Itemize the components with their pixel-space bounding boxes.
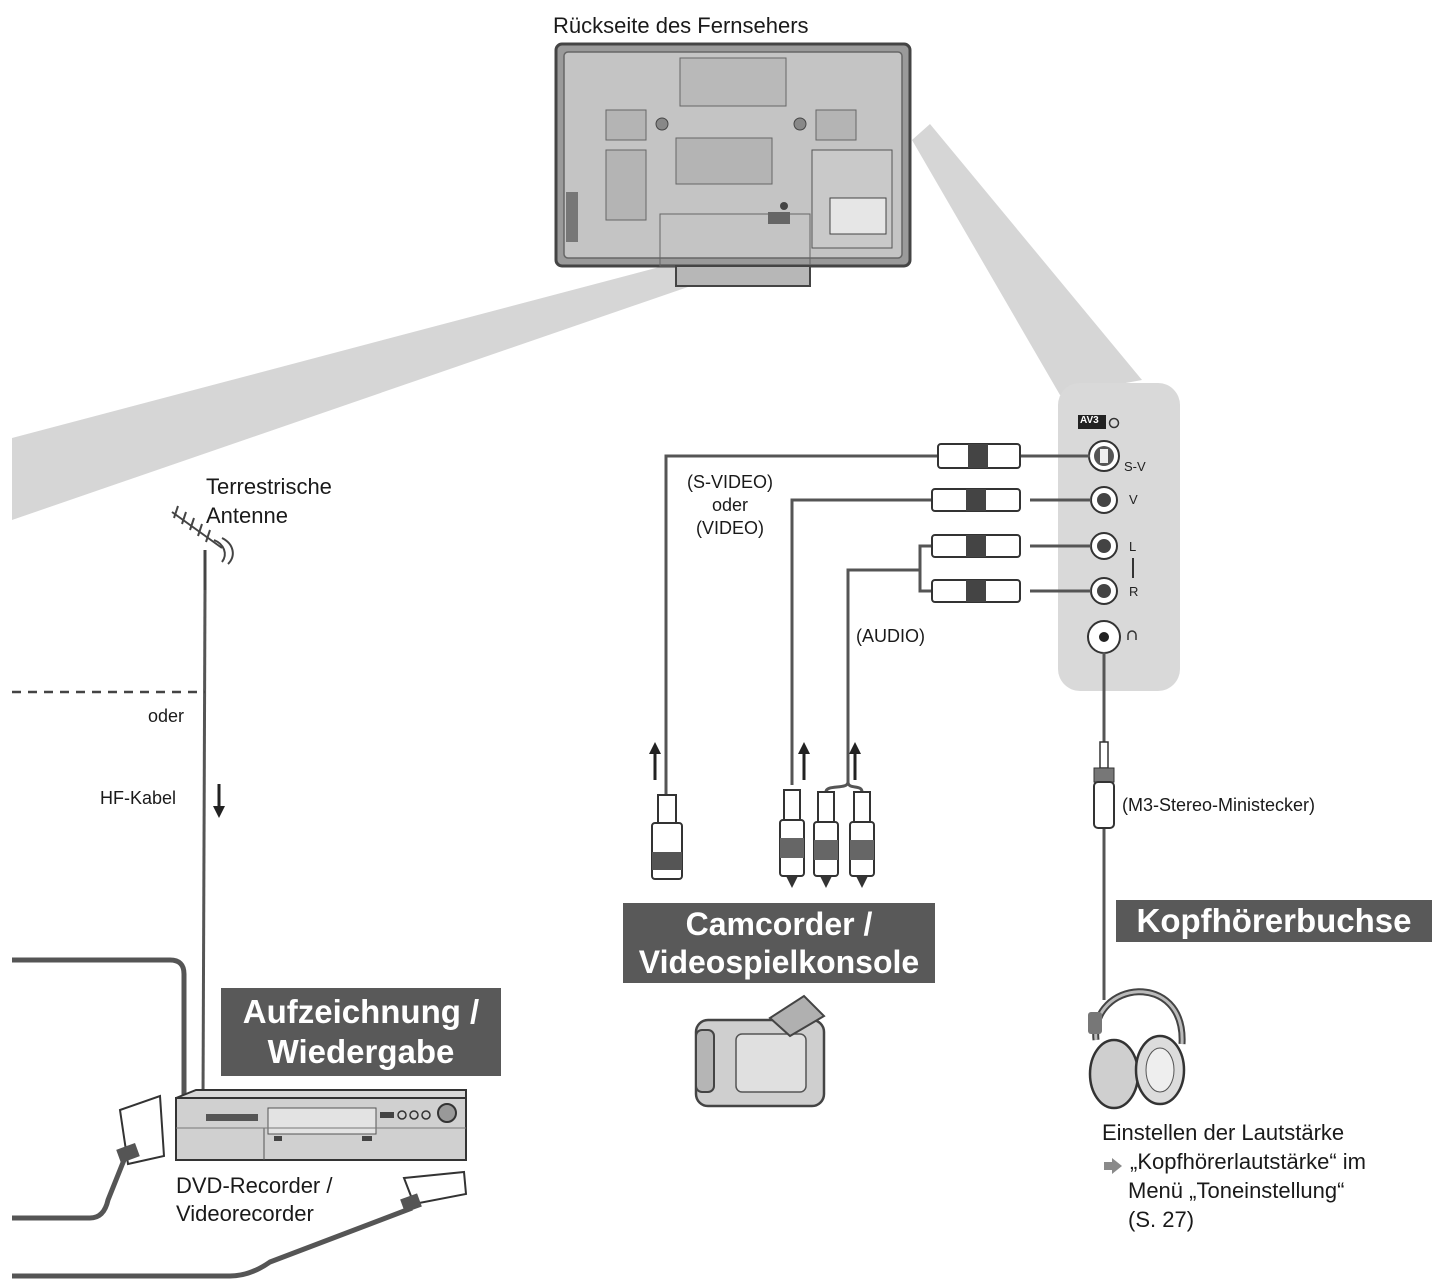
arrow-up-audio	[849, 742, 861, 780]
oder-label: oder	[148, 706, 185, 726]
cable-video-label: (VIDEO)	[695, 518, 764, 538]
av3-badge-label: AV3	[1080, 415, 1099, 426]
arrow-up-svideo	[649, 742, 661, 780]
camcorder-box: Camcorder / Videospielkonsole	[623, 903, 935, 983]
mini-plug-icon	[1093, 741, 1115, 829]
arrow-right-icon	[1104, 1158, 1122, 1174]
input-symbol-icon	[1108, 417, 1120, 429]
rca-plug-icon	[779, 789, 805, 888]
recorder-label-line1: DVD-Recorder /	[176, 1173, 333, 1198]
av3-badge	[1078, 415, 1106, 429]
scart-plug-icon	[116, 1094, 166, 1166]
audio-l-jack	[1090, 532, 1118, 560]
beam-left	[12, 222, 830, 520]
scart-plug-2-icon	[400, 1170, 468, 1213]
arrow-down-hf	[213, 784, 225, 818]
antenna-icon	[171, 505, 234, 590]
rca-plug-audio-r-icon	[849, 791, 875, 888]
cable-svideo-label: (S-VIDEO)	[686, 472, 773, 492]
svideo-plug-icon	[651, 794, 683, 880]
camcorder-box-line1: Camcorder /	[685, 905, 873, 942]
tv-back-icon	[554, 42, 912, 287]
note-line4: (S. 27)	[1128, 1207, 1195, 1232]
cable-oder-label: oder	[711, 495, 749, 515]
scart-cables	[12, 957, 413, 1279]
audio-cable	[846, 544, 1091, 782]
audio-r-jack	[1090, 577, 1118, 605]
rca-plug-audio-l-icon	[813, 791, 839, 888]
recorder-label-line2: Videorecorder	[176, 1201, 314, 1226]
rca-plug-audio-r-top	[931, 579, 1021, 603]
beam-right	[912, 124, 1142, 395]
antenna-label-line1: Terrestrische	[206, 474, 332, 499]
jack-left-label: L	[1129, 539, 1137, 554]
tv-back-title: Rückseite des Fernsehers	[553, 13, 809, 38]
rca-plug-audio-l-top	[931, 534, 1021, 558]
recorder-icon	[175, 1089, 467, 1161]
svideo-plug-top	[937, 443, 1021, 469]
video-jack	[1090, 486, 1118, 514]
note-line3: Menü „Toneinstellung“	[1128, 1178, 1345, 1203]
jack-right-label: R	[1129, 584, 1139, 599]
audio-split-wires	[824, 781, 864, 793]
cable-audio-label: (AUDIO)	[856, 626, 925, 646]
headphone-jack-box: Kopfhörerbuchse	[1116, 900, 1432, 942]
video-cable	[790, 498, 1091, 785]
note-line2: „Kopfhörerlautstärke“ im	[1130, 1149, 1366, 1174]
headphone-jack-box-text: Kopfhörerbuchse	[1136, 902, 1412, 940]
mini-plug-label: (M3-Stereo-Ministecker)	[1122, 795, 1316, 815]
hf-kabel-label: HF-Kabel	[100, 788, 177, 808]
side-panel	[1058, 383, 1180, 691]
hf-cable	[201, 589, 207, 1101]
recording-box-line1: Aufzeichnung /	[242, 993, 480, 1031]
camcorder-icon	[694, 994, 826, 1108]
svideo-cable	[664, 454, 1090, 795]
headphones-icon	[1088, 988, 1186, 1110]
recording-box-line2: Wiedergabe	[267, 1033, 455, 1070]
jack-video-label: V	[1129, 492, 1138, 507]
note-line1: Einstellen der Lautstärke	[1102, 1120, 1345, 1145]
recording-box: Aufzeichnung / Wiedergabe	[221, 988, 501, 1076]
jack-svideo-label: S-V	[1124, 459, 1146, 474]
arrow-up-video	[798, 742, 810, 780]
camcorder-box-line2: Videospielkonsole	[638, 944, 920, 980]
antenna-label-line2: Antenne	[206, 503, 288, 528]
rca-plug-video-top	[931, 488, 1021, 512]
svideo-jack	[1088, 440, 1120, 472]
